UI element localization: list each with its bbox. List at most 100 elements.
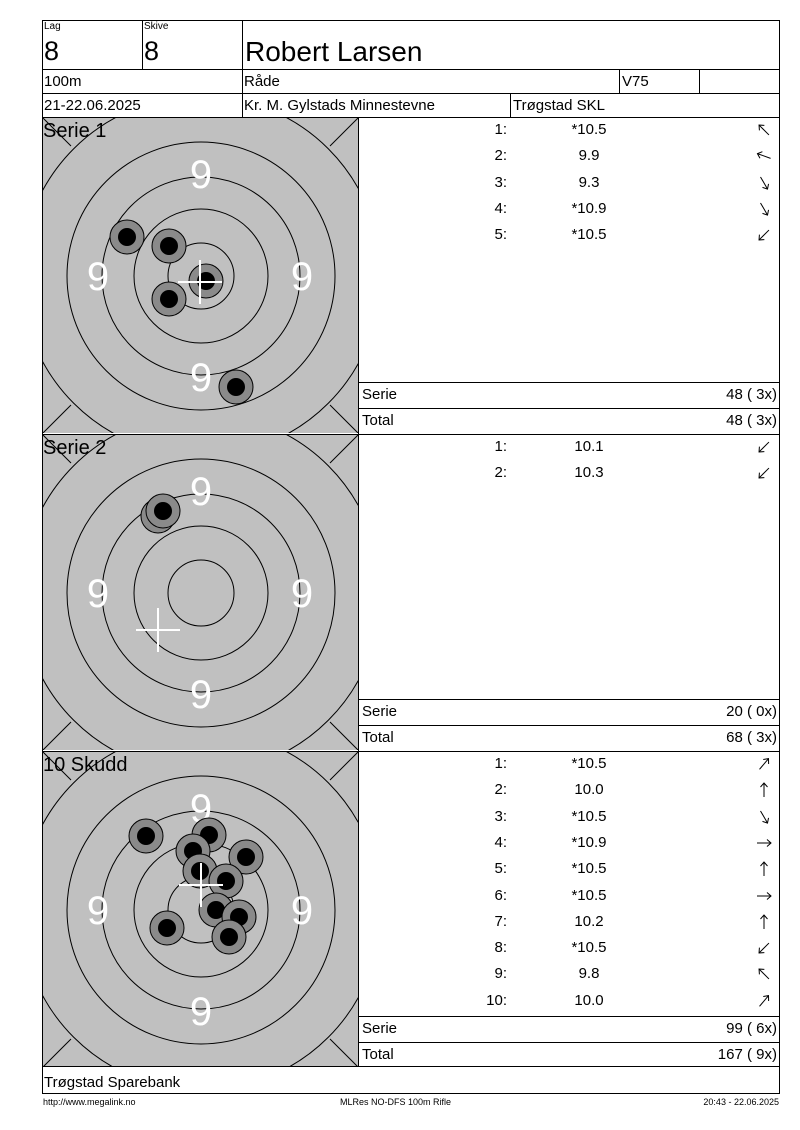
section-divider — [42, 751, 780, 752]
section-title: Serie 2 — [43, 437, 107, 459]
footer-software: MLRes NO-DFS 100m Rifle — [340, 1097, 452, 1107]
total-sum-row: Total 68 ( 3x) — [359, 726, 779, 752]
divider — [619, 69, 620, 94]
serie-label: Serie — [362, 703, 398, 720]
total-label: Total — [362, 1046, 394, 1063]
shot-number: 3: — [494, 173, 507, 191]
shot-number: 2: — [494, 464, 507, 482]
shot-value: *10.5 — [571, 121, 607, 138]
shot-row: 5: *10.5 — [359, 226, 779, 252]
organizer: Trøgstad SKL — [513, 97, 605, 114]
shot-number: 4: — [494, 199, 507, 217]
target-ring — [66, 775, 336, 1045]
shot-value: 10.3 — [574, 464, 604, 482]
shot-value: *10.9 — [571, 199, 607, 217]
target-ring — [101, 493, 301, 693]
ring-number: 9 — [87, 572, 109, 616]
target-corner-line — [329, 435, 358, 464]
direction-arrow-icon — [755, 200, 773, 218]
ring-number: 9 — [291, 572, 313, 616]
target-ring — [66, 141, 336, 411]
shot-row: 4: *10.9 — [359, 200, 779, 226]
shot-value: *10.5 — [571, 886, 607, 904]
ring-number: 9 — [87, 255, 109, 299]
shot-value: *10.9 — [571, 833, 607, 851]
shooter-name: Robert Larsen — [245, 36, 423, 67]
serie-sum-row: Serie 99 ( 6x) — [359, 1017, 779, 1043]
target-ring — [66, 458, 336, 728]
shot-number: 1: — [494, 438, 507, 455]
direction-arrow-icon — [755, 913, 773, 931]
shot-value: 9.8 — [578, 965, 600, 983]
divider — [359, 1016, 779, 1017]
target-corner-line — [329, 721, 358, 750]
direction-arrow-icon — [755, 887, 773, 905]
divider — [358, 117, 359, 1067]
divider — [359, 699, 779, 700]
shot-value: 10.0 — [574, 781, 604, 799]
shot-row: 5:*10.5 — [359, 860, 779, 886]
serie-value: 20 ( 0x) — [726, 703, 777, 720]
total-value: 167 ( 9x) — [717, 1046, 777, 1063]
shot-row: 9:9.8 — [359, 965, 779, 991]
shot-number: 10: — [486, 991, 507, 1009]
total-value: 48 ( 3x) — [726, 412, 777, 429]
shot-row: 6:*10.5 — [359, 887, 779, 913]
distance: 100m — [44, 73, 82, 90]
footer-url[interactable]: http://www.megalink.no — [43, 1097, 136, 1107]
shot-value: 9.9 — [578, 147, 600, 165]
shot-value: *10.5 — [571, 226, 607, 244]
total-label: Total — [362, 412, 394, 429]
shot-number: 5: — [494, 226, 507, 244]
shot-hole-center — [237, 848, 255, 866]
shot-hole-center — [160, 290, 178, 308]
shot-hole-center — [220, 928, 238, 946]
direction-arrow-icon — [755, 965, 773, 983]
class: V75 — [622, 73, 649, 90]
shot-hole-center — [158, 919, 176, 937]
target-corner-line — [329, 404, 358, 433]
event-name: Kr. M. Gylstads Minnestevne — [244, 97, 435, 114]
target-ring — [167, 242, 235, 310]
shot-hole-center — [154, 502, 172, 520]
direction-arrow-icon — [755, 464, 773, 482]
total-sum-row: Total 167 ( 9x) — [359, 1043, 779, 1069]
total-value: 68 ( 3x) — [726, 729, 777, 746]
target-corner-line — [329, 118, 358, 147]
skive-value: 8 — [144, 36, 160, 66]
serie-value: 99 ( 6x) — [726, 1020, 777, 1037]
shot-value: 10.1 — [574, 438, 604, 455]
direction-arrow-icon — [755, 755, 773, 773]
shot-list-serie-2: 1: 10.1 2: 10.3 Serie 20 ( 0x) Total 68 ( 3… — [359, 435, 779, 751]
date: 21-22.06.2025 — [44, 97, 141, 114]
shot-row: 3:*10.5 — [359, 808, 779, 834]
direction-arrow-icon — [755, 939, 773, 957]
divider — [359, 382, 779, 383]
direction-arrow-icon — [755, 992, 773, 1010]
target-ring — [167, 559, 235, 627]
total-label: Total — [362, 729, 394, 746]
shot-number: 8: — [494, 939, 507, 957]
shot-row: 2:10.0 — [359, 781, 779, 807]
shot-number: 5: — [494, 860, 507, 878]
divider — [359, 725, 779, 726]
club: Råde — [244, 73, 280, 90]
direction-arrow-icon — [755, 438, 773, 456]
shot-number: 1: — [494, 121, 507, 138]
shot-hole-center — [217, 872, 235, 890]
direction-arrow-icon — [755, 174, 773, 192]
shot-row: 1:*10.5 — [359, 755, 779, 781]
shot-value: 9.3 — [578, 173, 600, 191]
divider — [42, 69, 780, 70]
ring-number: 9 — [190, 990, 212, 1034]
shot-row: 8:*10.5 — [359, 939, 779, 965]
target-corner-line — [43, 752, 72, 781]
divider — [359, 408, 779, 409]
ring-number: 9 — [87, 889, 109, 933]
shot-row: 4:*10.9 — [359, 834, 779, 860]
target-corner-line — [43, 118, 72, 147]
